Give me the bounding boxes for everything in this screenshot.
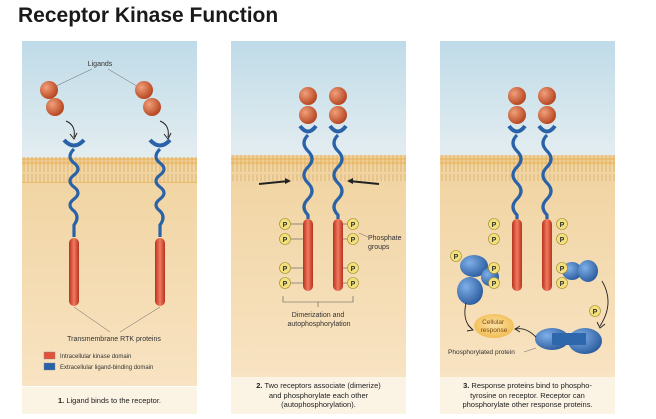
panel-cellular-response: P P P P P P P P P P Cellular response Ph…	[440, 41, 615, 414]
caption1-number: 1.	[57, 396, 65, 405]
phosphate-symbol: P	[351, 222, 356, 229]
phosphate-symbol: P	[351, 281, 356, 288]
cellular-response-line1: Cellular	[482, 319, 505, 326]
binding-arrow-left	[65, 120, 75, 138]
rtk-proteins-label: Transmembrane RTK proteins	[67, 336, 161, 343]
bound-ligand-left	[299, 87, 317, 124]
bound-ligand-right	[329, 87, 347, 124]
phosphate-label-line2: groups	[368, 244, 390, 251]
panel2-membrane	[231, 155, 406, 181]
phosphate-symbol: P	[560, 266, 565, 273]
phosphate-symbol: P	[593, 309, 598, 316]
cellular-response-line2: response	[481, 327, 508, 334]
phosphate-symbol: P	[283, 237, 288, 244]
phosphate-symbol: P	[283, 266, 288, 273]
phosphorylated-protein-label: Phosphorylated protein	[448, 349, 515, 356]
panel1-membrane	[22, 157, 197, 183]
dimerization-label-line2: autophosphorylation	[287, 321, 350, 328]
caption3-text: Response proteins bind to phospho- tyros…	[462, 381, 593, 409]
dimerize-arrow-right	[348, 180, 380, 185]
legend: Intracellular kinase domain Extracellula…	[43, 351, 153, 371]
caption2-number: 2.	[256, 381, 263, 390]
dimerization-label-line1: Dimerization and	[292, 312, 345, 319]
panel2-background	[231, 41, 406, 377]
phosphorylation-arrow	[599, 280, 609, 327]
panel3-diagram: P P P P P P P P P P Cellular response Ph…	[440, 41, 615, 377]
phosphate-symbol: P	[454, 254, 459, 261]
legend-swatch-binding	[43, 362, 56, 371]
phosphate-symbol: P	[560, 237, 565, 244]
phosphate-groups: P P P P P P P P	[279, 218, 359, 289]
bound-ligand-right	[538, 87, 556, 124]
ligand-left	[40, 81, 64, 116]
panel-dimerization: P P P P P P P P Phosphate groups Dimeriz…	[231, 41, 406, 414]
panel-ligand-binding: Ligands Transmembrane RTK proteins	[22, 41, 197, 414]
phosphorylated-protein	[535, 328, 602, 354]
phosphate-symbol: P	[492, 281, 497, 288]
panel1-diagram: Ligands Transmembrane RTK proteins	[22, 41, 197, 386]
caption3-number: 3.	[463, 381, 470, 390]
panel3-membrane	[440, 155, 615, 181]
phosphate-symbol: P	[560, 222, 565, 229]
phosphate-symbol: P	[492, 266, 497, 273]
dimerize-arrow-left	[258, 180, 290, 185]
phosphate-symbol: P	[492, 237, 497, 244]
phosphate-symbol: P	[492, 222, 497, 229]
caption1-text: Ligand binds to the receptor.	[66, 396, 161, 405]
phosphate-groups: P P P P P P P P P P	[450, 218, 601, 317]
response-arrow-right	[515, 328, 537, 338]
legend-kinase-label: Intracellular kinase domain	[60, 354, 131, 360]
phosphate-symbol: P	[283, 281, 288, 288]
dimerization-bracket	[282, 296, 354, 307]
receptor-dimer-left	[298, 124, 318, 291]
cellular-response-badge	[474, 314, 514, 338]
panel2-diagram: P P P P P P P P Phosphate groups Dimeriz…	[231, 41, 406, 377]
ligand-right	[135, 81, 161, 116]
page-title: Receptor Kinase Function	[18, 4, 279, 27]
legend-binding-label: Extracellular ligand-binding domain	[60, 365, 153, 371]
panel3-caption: 3. Response proteins bind to phospho- ty…	[440, 377, 615, 414]
legend-swatch-kinase	[43, 351, 56, 360]
phosphate-label-line1: Phosphate	[368, 235, 402, 242]
receptor-dimer-right	[328, 124, 348, 291]
dimerization-label: Dimerization and autophosphorylation	[287, 312, 350, 328]
panel2-caption: 2. Two receptors associate (dimerize) an…	[231, 377, 406, 414]
ligands-label: Ligands	[88, 61, 113, 68]
receptor-dimer-left	[507, 124, 527, 291]
binding-arrow-right	[159, 120, 169, 138]
phosphate-groups-label: Phosphate groups	[368, 235, 403, 251]
phosphate-symbol: P	[351, 266, 356, 273]
bound-ligand-left	[508, 87, 526, 124]
panel3-background	[440, 41, 615, 377]
receptor-dimer-right	[537, 124, 557, 291]
phosphate-symbol: P	[283, 222, 288, 229]
receptor-left	[62, 138, 86, 306]
cellular-response-label: Cellular response	[481, 319, 508, 334]
caption2-text: Two receptors associate (dimerize) and p…	[264, 381, 381, 409]
panel1-caption: 1. Ligand binds to the receptor.	[22, 387, 197, 414]
phosphate-symbol: P	[351, 237, 356, 244]
phosphate-symbol: P	[560, 281, 565, 288]
receptor-right	[148, 138, 172, 306]
